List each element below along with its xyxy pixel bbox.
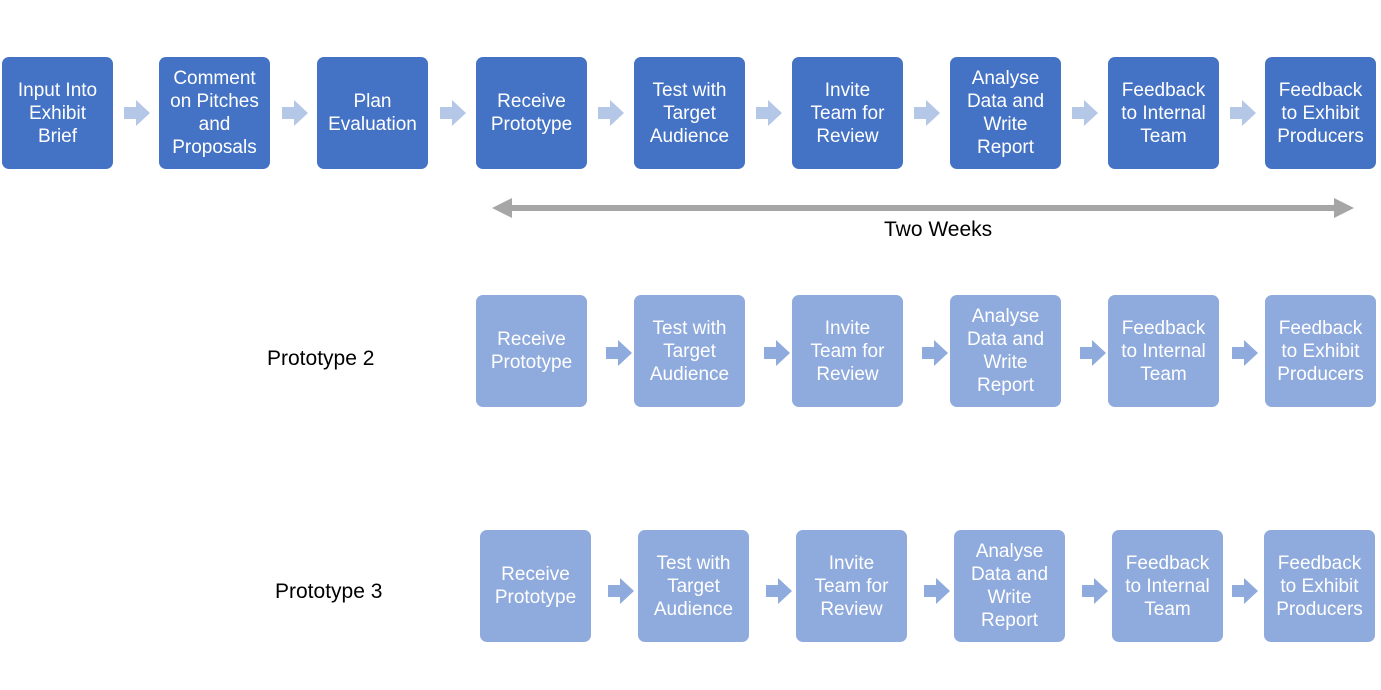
flow-arrow-icon [1080,340,1106,366]
timeline-label: Two Weeks [884,218,993,241]
prototype-3-label: Prototype 3 [275,580,383,603]
flow-arrow-icon [1072,100,1098,126]
flow-arrow-icon [766,578,792,604]
step-analyse-data-write-report: Analyse Data and Write Report [954,530,1065,642]
prototype-2-label: Prototype 2 [267,347,375,370]
step-analyse-data-write-report: Analyse Data and Write Report [950,57,1061,169]
step-receive-prototype: Receive Prototype [476,57,587,169]
step-comment-on-pitches: Comment on Pitches and Proposals [159,57,270,169]
flow-arrow-icon [1082,578,1108,604]
flow-arrow-icon [606,340,632,366]
flow-arrow-icon [1232,578,1258,604]
flow-arrow-icon [914,100,940,126]
step-analyse-data-write-report: Analyse Data and Write Report [950,295,1061,407]
step-feedback-internal-team: Feedback to Internal Team [1108,57,1219,169]
step-invite-team-for-review: Invite Team for Review [796,530,907,642]
flow-arrow-icon [608,578,634,604]
step-test-with-target-audience: Test with Target Audience [634,57,745,169]
flow-arrow-icon [756,100,782,126]
step-invite-team-for-review: Invite Team for Review [792,295,903,407]
flow-arrow-icon [764,340,790,366]
flow-arrow-icon [924,578,950,604]
flow-arrow-icon [1230,100,1256,126]
step-feedback-internal-team: Feedback to Internal Team [1112,530,1223,642]
timeline-double-arrow [492,198,1354,218]
step-invite-team-for-review: Invite Team for Review [792,57,903,169]
flow-arrow-icon [598,100,624,126]
flow-arrow-icon [440,100,466,126]
step-receive-prototype: Receive Prototype [476,295,587,407]
flow-arrow-icon [922,340,948,366]
step-feedback-exhibit-producers: Feedback to Exhibit Producers [1264,530,1375,642]
flow-arrow-icon [282,100,308,126]
flow-arrow-icon [124,100,150,126]
step-plan-evaluation: Plan Evaluation [317,57,428,169]
step-input-into-exhibit-brief: Input Into Exhibit Brief [2,57,113,169]
flow-arrow-icon [1232,340,1258,366]
step-feedback-internal-team: Feedback to Internal Team [1108,295,1219,407]
step-feedback-exhibit-producers: Feedback to Exhibit Producers [1265,57,1376,169]
step-feedback-exhibit-producers: Feedback to Exhibit Producers [1265,295,1376,407]
step-test-with-target-audience: Test with Target Audience [634,295,745,407]
step-test-with-target-audience: Test with Target Audience [638,530,749,642]
step-receive-prototype: Receive Prototype [480,530,591,642]
